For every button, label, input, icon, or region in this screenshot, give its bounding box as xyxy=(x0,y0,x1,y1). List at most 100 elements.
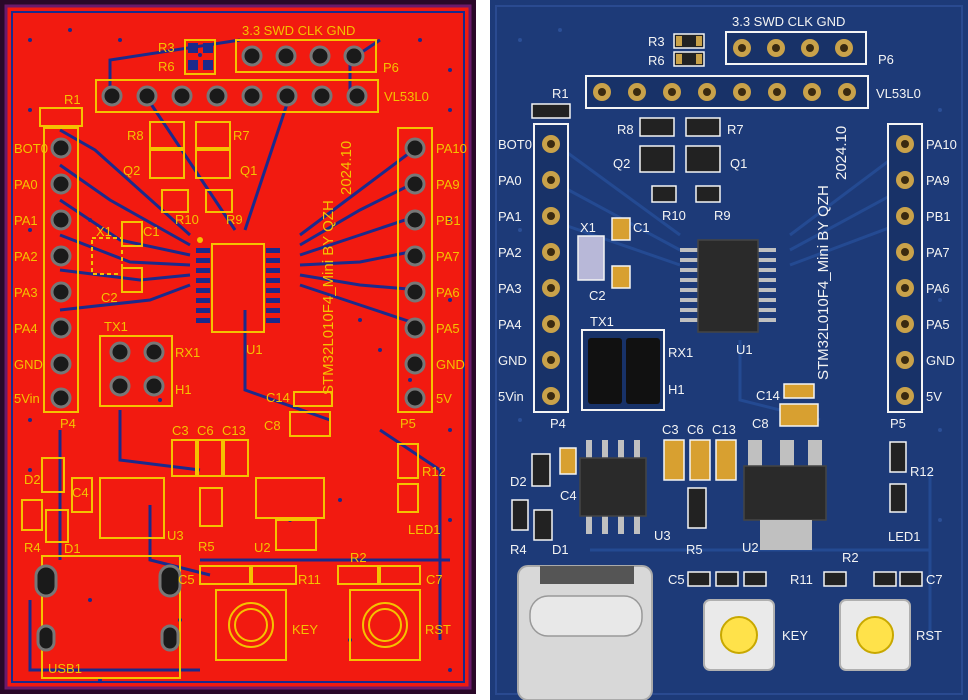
rx1-ref-3d: RX1 xyxy=(668,345,693,360)
r3-r6-pads xyxy=(188,43,213,70)
p4-ref: P4 xyxy=(60,416,76,431)
trace-layer-3d xyxy=(549,138,932,640)
c6-ref-3d: C6 xyxy=(687,422,704,437)
c2-ref: C2 xyxy=(101,290,118,305)
vl53-pads xyxy=(101,85,368,107)
r5-outline xyxy=(199,487,223,527)
c7-ref-3d: C7 xyxy=(926,572,943,587)
p5-outline xyxy=(397,127,433,413)
key-ref-3d: KEY xyxy=(782,628,808,643)
r11-ref: R11 xyxy=(298,572,321,587)
rst-switch-footprint xyxy=(349,589,421,661)
via-grid xyxy=(28,28,452,682)
r4-outline xyxy=(21,499,43,531)
r1-outline xyxy=(39,107,83,127)
pcb-3d-svg: 3.3 SWD CLK GND P6 VL53L0 R3 R6 R1 R8 R7… xyxy=(490,0,968,700)
x1-ref-3d: X1 xyxy=(580,220,596,235)
c14-part-3d xyxy=(783,383,815,399)
r1-ref: R1 xyxy=(64,92,81,107)
c1-outline xyxy=(121,221,143,247)
usb-c-connector-3d xyxy=(517,565,653,700)
u2-tab xyxy=(275,519,317,551)
u3-ref-3d: U3 xyxy=(654,528,671,543)
mosfet-outlines xyxy=(149,121,233,213)
p6-ref-3d: P6 xyxy=(878,52,894,67)
rst-button-3d[interactable] xyxy=(839,599,911,671)
p4-pin-label: PA1 xyxy=(498,209,522,224)
u1-outline xyxy=(211,243,265,333)
r5-ref-3d: R5 xyxy=(686,542,703,557)
p6-header-label-3d: 3.3 SWD CLK GND xyxy=(732,14,845,29)
p4-ref-3d: P4 xyxy=(550,416,566,431)
p4-pin-label: BOT0 xyxy=(498,137,532,152)
copper-pour xyxy=(6,6,470,688)
r8-ref: R8 xyxy=(127,128,144,143)
c13-outline xyxy=(223,439,249,477)
r2-ref-3d: R2 xyxy=(842,550,859,565)
p5-pin-label: GND xyxy=(436,357,465,372)
p4-pin-label: 5Vin xyxy=(14,391,40,406)
r4-ref: R4 xyxy=(24,540,41,555)
c13-ref: C13 xyxy=(222,423,246,438)
c2-part-3d xyxy=(611,265,631,289)
c5-ref-3d: C5 xyxy=(668,572,685,587)
c8-outline xyxy=(289,411,331,437)
p4-pin-label: PA0 xyxy=(14,177,38,192)
bottom-passives xyxy=(199,565,421,585)
x1-ref: X1 xyxy=(96,224,112,239)
p4-pin-label: PA2 xyxy=(14,249,38,264)
p5-pin-label: PA10 xyxy=(436,141,467,156)
d1-outline xyxy=(45,509,69,543)
vl53-ref: VL53L0 xyxy=(384,89,429,104)
p6-pads xyxy=(241,45,365,67)
p4-pin-label: PA4 xyxy=(498,317,522,332)
r7-ref: R7 xyxy=(233,128,250,143)
pcb-3d-view: 3.3 SWD CLK GND P6 VL53L0 R3 R6 R1 R8 R7… xyxy=(490,0,968,700)
r3-r6-3d xyxy=(673,33,705,67)
r1-ref-3d: R1 xyxy=(552,86,569,101)
key-button-3d[interactable] xyxy=(703,599,775,671)
u1-pin1-dot xyxy=(197,237,203,243)
p4-pin-labels-3d: BOT0 PA0 PA1 PA2 PA3 PA4 GND 5Vin xyxy=(498,137,532,404)
c4-outline xyxy=(71,477,93,513)
r3-r6-outline xyxy=(184,39,216,75)
c8-part-3d xyxy=(779,403,819,427)
c8-ref: C8 xyxy=(264,418,281,433)
x1-crystal-3d xyxy=(577,235,605,281)
u2-ref-3d: U2 xyxy=(742,540,759,555)
board-title-group: STM32L010F4_Mini BY QZH 2024.10 xyxy=(320,141,355,395)
c1-ref: C1 xyxy=(143,224,160,239)
c4-ref-3d: C4 xyxy=(560,488,577,503)
u2-outline xyxy=(255,477,325,519)
p5-pin-labels-3d: PA10 PA9 PB1 PA7 PA6 PA5 GND 5V xyxy=(926,137,957,404)
p4-pin-label: PA0 xyxy=(498,173,522,188)
u1-pads xyxy=(196,248,280,323)
p6-outline xyxy=(235,39,377,73)
p5-ref-3d: P5 xyxy=(890,416,906,431)
tx1-ref-3d: TX1 xyxy=(590,314,614,329)
p5-pin-label: PA5 xyxy=(436,321,460,336)
p5-pin-label: GND xyxy=(926,353,955,368)
u1-ref: U1 xyxy=(246,342,263,357)
r4-part-3d xyxy=(511,499,529,531)
bottom-passives-3d xyxy=(687,571,923,587)
r10-ref-3d: R10 xyxy=(662,208,686,223)
c14-ref: C14 xyxy=(266,390,290,405)
p4-pin-label: PA2 xyxy=(498,245,522,260)
led1-ref-3d: LED1 xyxy=(888,529,921,544)
q2-ref: Q2 xyxy=(123,163,140,178)
p4-outline xyxy=(43,127,79,413)
p4-pin-label: PA3 xyxy=(14,285,38,300)
r12-outline xyxy=(397,443,419,479)
mosfet-parts-3d xyxy=(639,117,721,203)
led1-part-3d xyxy=(889,483,907,513)
r5-part-3d xyxy=(687,487,707,529)
p5-pin-labels: PA10 PA9 PB1 PA7 PA6 PA5 GND 5V xyxy=(436,141,467,406)
p4-pin-label: BOT0 xyxy=(14,141,48,156)
r8-ref-3d: R8 xyxy=(617,122,634,137)
usb1-pads xyxy=(34,564,182,652)
c4-ref: C4 xyxy=(72,485,89,500)
h1-ref-3d: H1 xyxy=(668,382,685,397)
d2-ref-3d: D2 xyxy=(510,474,527,489)
u3-chip-3d xyxy=(579,440,647,534)
